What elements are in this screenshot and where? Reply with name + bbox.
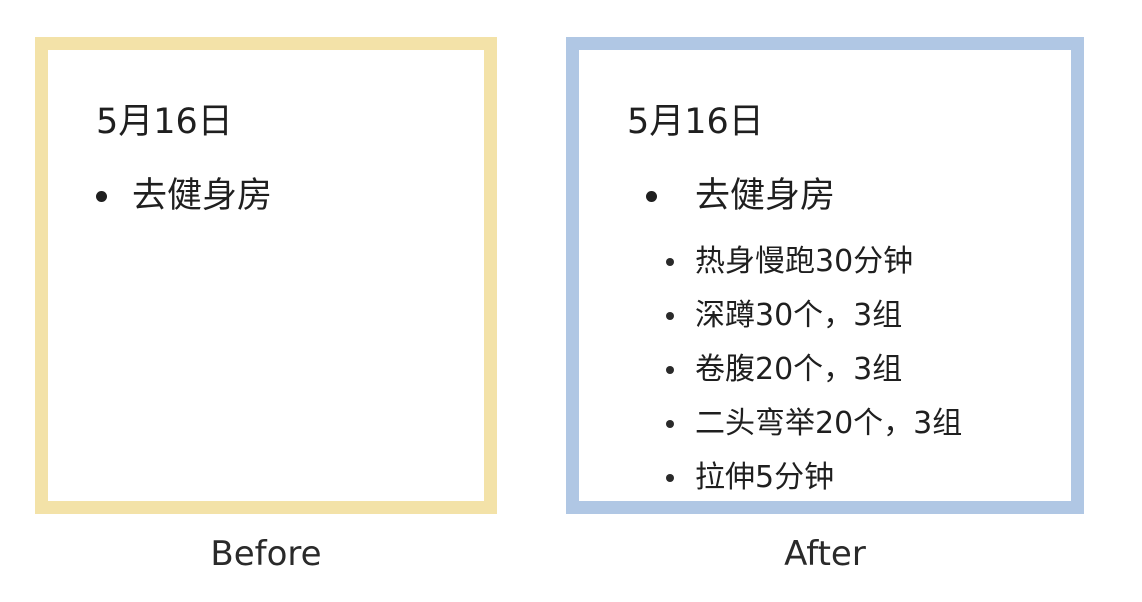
note-date: 5月16日 — [96, 102, 233, 142]
bullet-icon — [666, 258, 674, 266]
after-caption: After — [784, 534, 866, 574]
subitem-text: 卷腹20个，3组 — [695, 352, 903, 387]
subitem-text: 深蹲30个，3组 — [695, 298, 903, 333]
bullet-icon — [666, 474, 674, 482]
note-date: 5月16日 — [627, 102, 764, 142]
subitem-text: 拉伸5分钟 — [695, 460, 835, 495]
before-note-panel: 5月16日 去健身房 — [35, 37, 497, 514]
note-item-text: 去健身房 — [132, 176, 273, 216]
bullet-icon — [666, 366, 674, 374]
bullet-icon — [646, 191, 657, 202]
bullet-icon — [666, 420, 674, 428]
subitem-text: 二头弯举20个，3组 — [695, 406, 963, 441]
note-item-text: 去健身房 — [695, 176, 836, 216]
after-note-panel: 5月16日 去健身房 热身慢跑30分钟 深蹲30个，3组 卷腹20个，3组 二头… — [566, 37, 1084, 514]
before-caption: Before — [210, 534, 322, 574]
bullet-icon — [96, 191, 107, 202]
subitem-text: 热身慢跑30分钟 — [695, 244, 914, 279]
bullet-icon — [666, 312, 674, 320]
